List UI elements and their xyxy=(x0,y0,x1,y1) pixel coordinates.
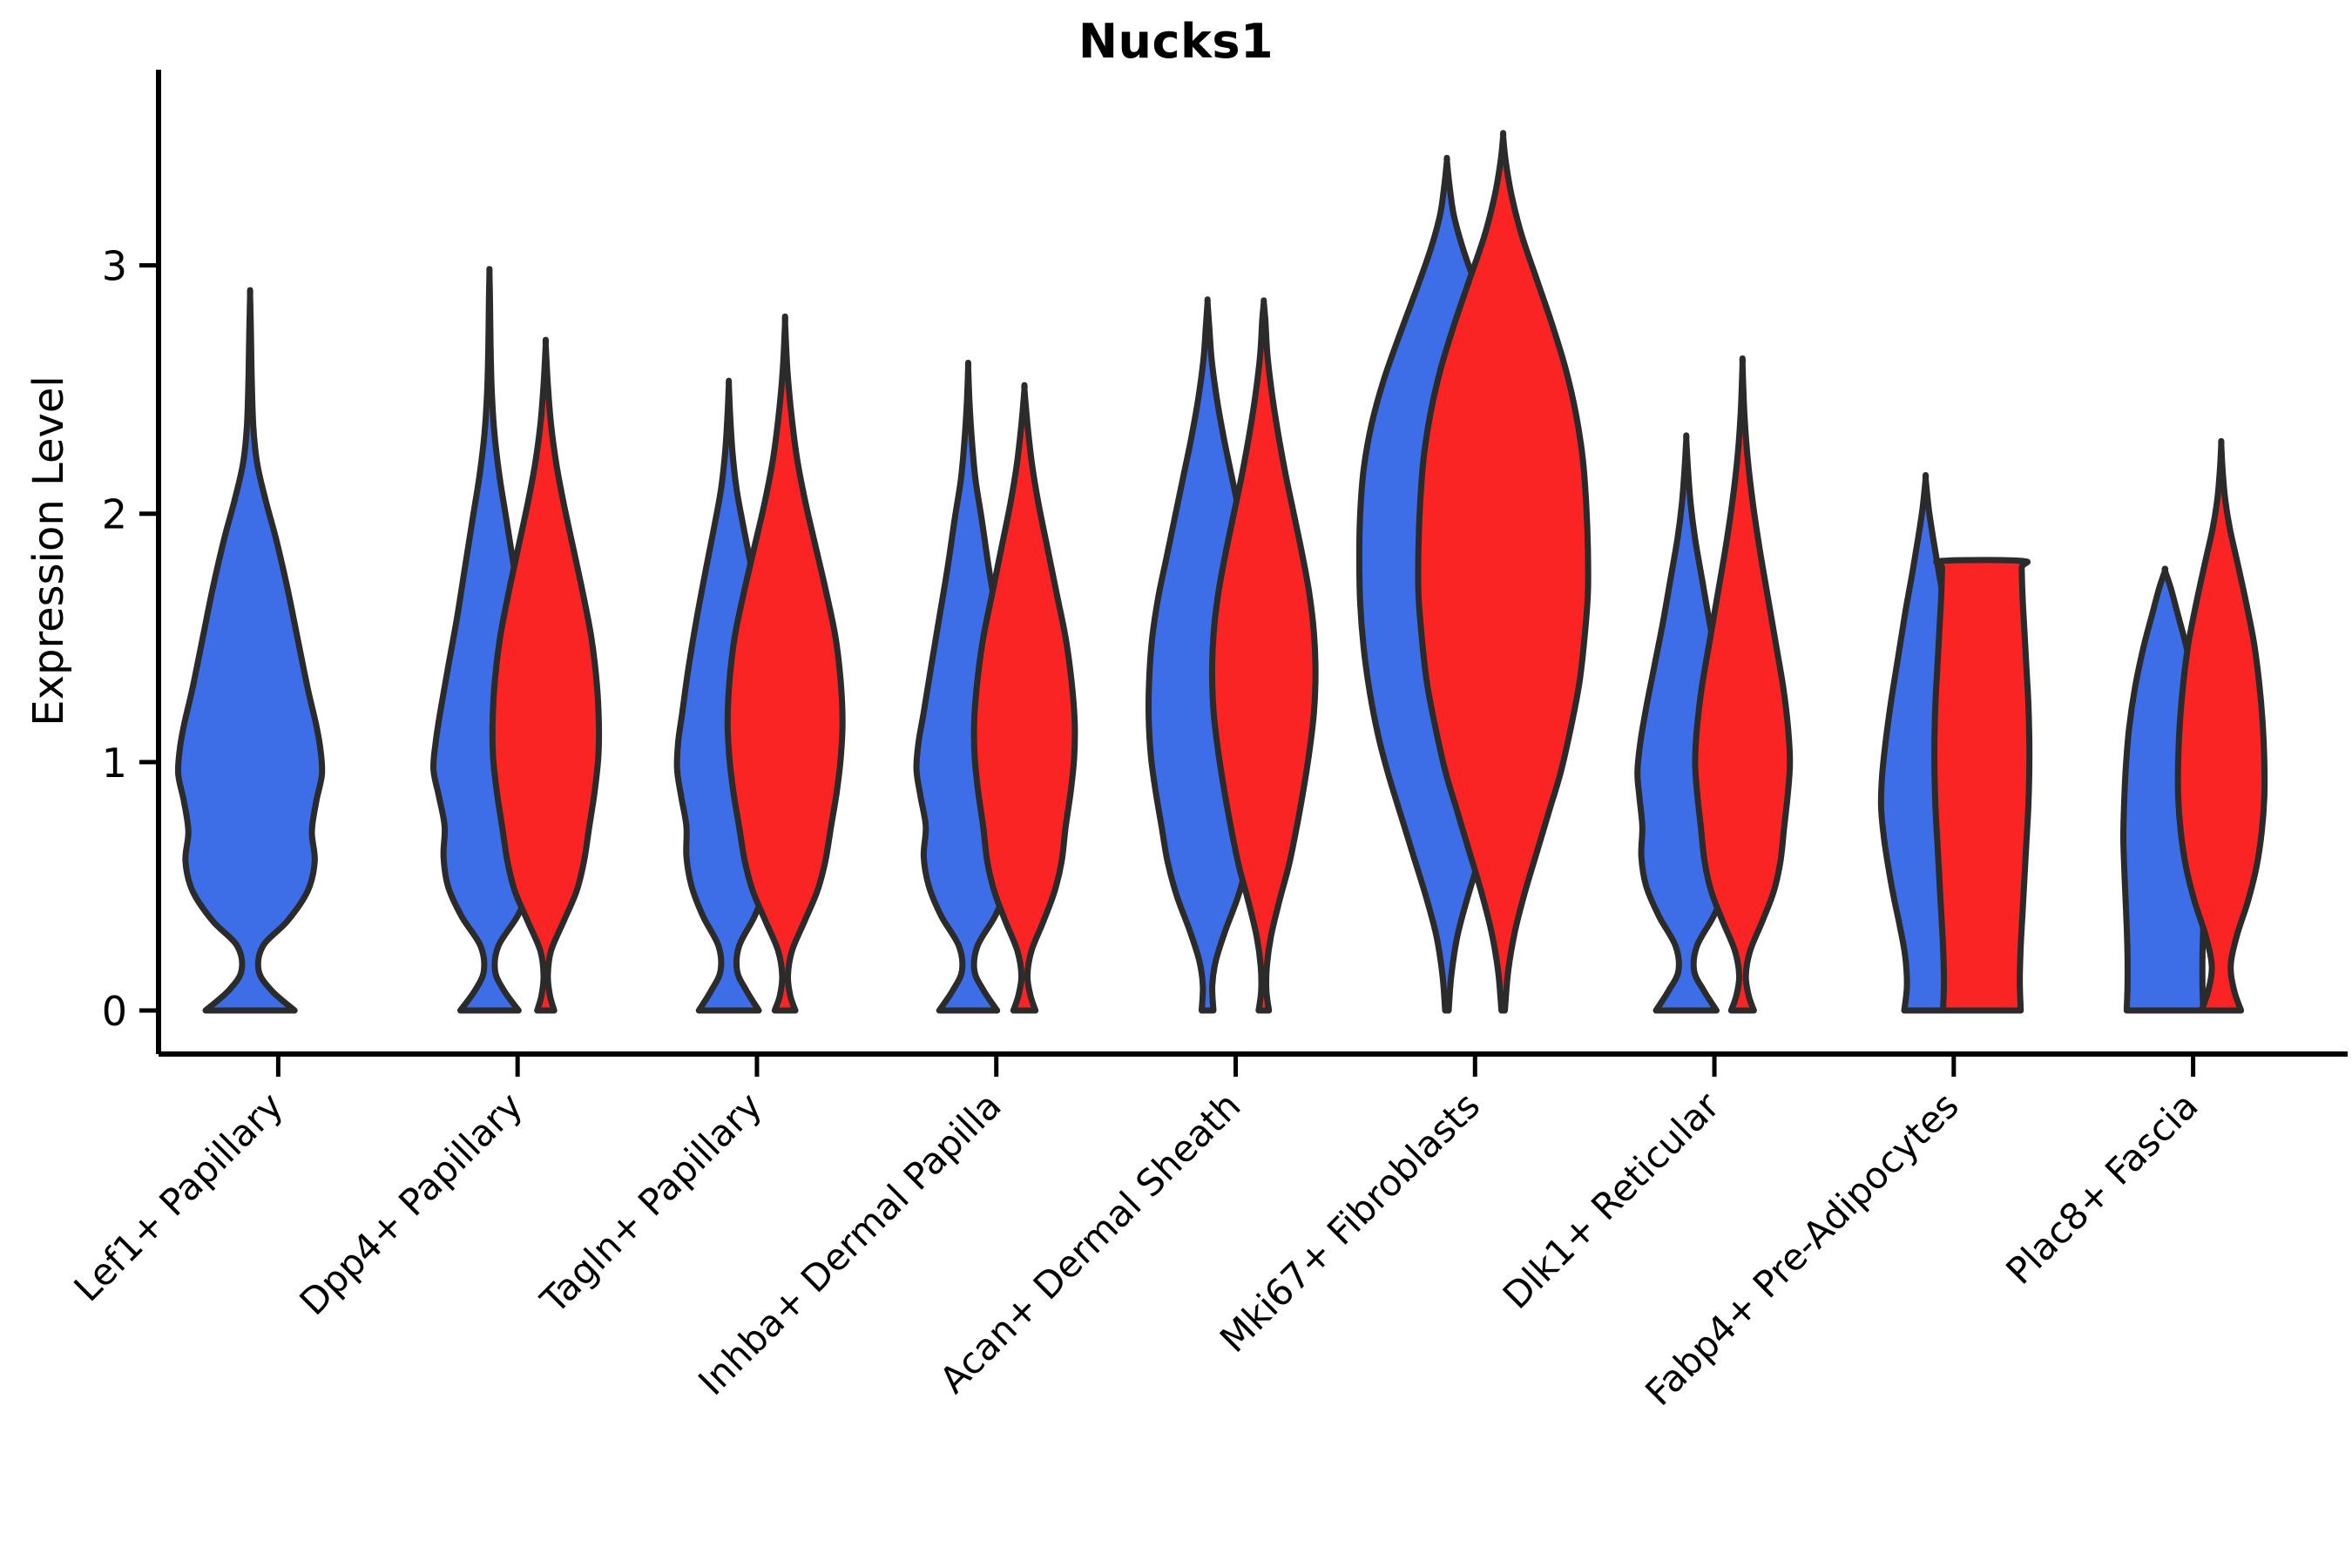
violin-red-2 xyxy=(724,313,846,1014)
x-tick-label-6: Dlk1+ Reticular xyxy=(1495,1084,1728,1317)
violin-blue-0 xyxy=(174,287,326,1014)
y-tick-label: 1 xyxy=(102,740,127,787)
y-axis-title: Expression Level xyxy=(24,375,73,727)
x-tick-label-0: Lef1+ Papillary xyxy=(65,1084,291,1309)
y-tick-label: 0 xyxy=(102,988,127,1035)
violin-shape xyxy=(174,287,326,1014)
violin-shape xyxy=(489,336,603,1014)
axes-layer: 0 1 2 3 xyxy=(102,70,2348,1077)
violin-shape xyxy=(1692,355,1794,1014)
page-title: Nucks1 xyxy=(1078,14,1274,69)
x-tick-label-8: Plac8+ Fascia xyxy=(1997,1084,2206,1292)
violin-red-1 xyxy=(489,336,603,1014)
violin-red-7 xyxy=(1931,557,2033,1014)
y-tick-label: 3 xyxy=(102,243,127,290)
violin-red-6 xyxy=(1692,355,1794,1014)
violin-shape xyxy=(2174,437,2268,1014)
violin-red-4 xyxy=(1208,297,1319,1014)
violin-shape xyxy=(1415,130,1592,1014)
violin-shape xyxy=(970,382,1078,1014)
x-tick-label-5: Mki67+ Fibroblasts xyxy=(1212,1084,1488,1360)
x-tick-label-2: Tagln+ Papillary xyxy=(532,1084,770,1321)
violin-red-8 xyxy=(2174,437,2268,1014)
violins-layer xyxy=(174,130,2268,1014)
violin-shape xyxy=(1931,557,2033,1014)
violin-red-3 xyxy=(970,382,1078,1014)
violin-shape xyxy=(1208,297,1319,1014)
violin-red-5 xyxy=(1415,130,1592,1014)
x-tick-label-1: Dpp4+ Papillary xyxy=(291,1084,531,1323)
y-tick-label: 2 xyxy=(102,491,127,538)
violin-shape xyxy=(724,313,846,1014)
